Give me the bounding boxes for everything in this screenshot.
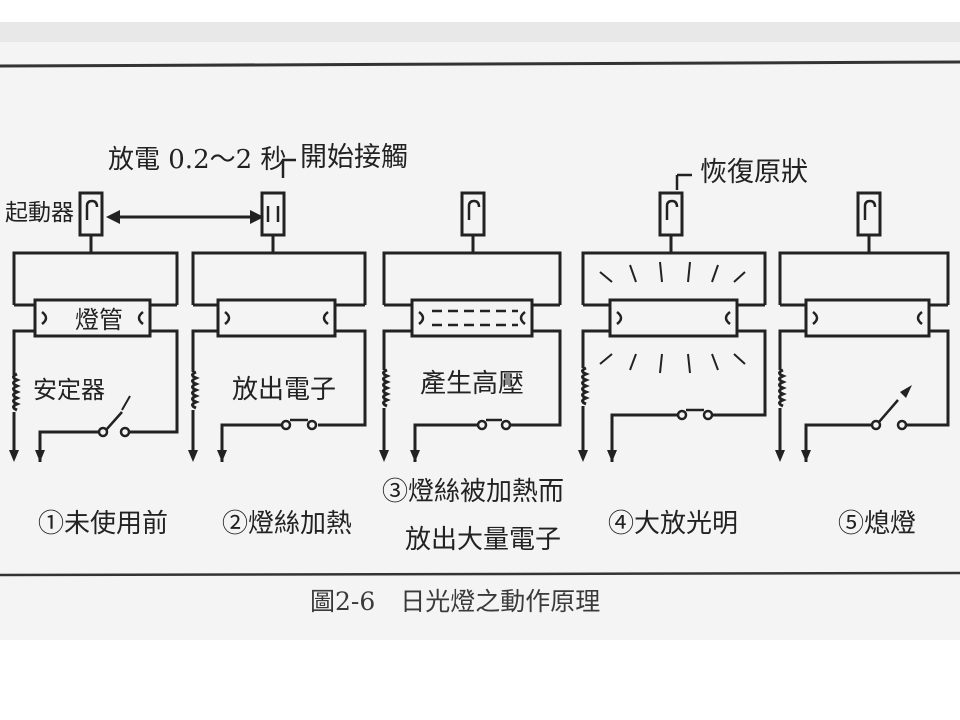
panel-5-circuit: [775, 191, 950, 462]
starter-box: [856, 191, 882, 237]
restore-label: 恢復原狀: [700, 157, 808, 188]
switch-open: [105, 411, 123, 431]
panel-4-step: ④大放光明: [608, 509, 738, 539]
starter-box: [260, 191, 286, 237]
start-contact-label: 開始接觸: [300, 142, 408, 173]
panel-1-step: ①未使用前: [38, 509, 168, 539]
panel-3-step: ③燈絲被加熱而: [382, 477, 564, 507]
panel-3-inner-label: 產生高壓: [420, 369, 524, 399]
starter-box: [460, 191, 486, 237]
lamp-tube: [608, 298, 739, 338]
discharge-label: 放電 0.2～2 秒: [108, 145, 286, 175]
panel-5-step: ⑤熄燈: [838, 509, 916, 539]
panel-1-circuit: [9, 191, 179, 462]
panel-2-inner-label: 放出電子: [232, 375, 336, 405]
panel-4-circuit: [578, 191, 767, 462]
panel-3-circuit: [379, 191, 562, 462]
lamp-tube: [410, 298, 534, 338]
starter-box: [78, 191, 104, 237]
switch-open: [878, 399, 899, 423]
figure-caption: 圖2-6 日光燈之動作原理: [310, 587, 600, 616]
starter-label: 起動器: [5, 200, 74, 226]
lamp-tube: [804, 298, 931, 338]
ballast-label: 安定器: [33, 376, 105, 404]
panel-2-circuit: [188, 191, 367, 462]
ballast-coil: [12, 372, 19, 412]
panel-3-step-line2: 放出大量電子: [405, 525, 561, 555]
starter-box: [658, 191, 684, 237]
caption-rule: [0, 571, 960, 577]
double-arrow: [106, 210, 264, 224]
top-rule: [0, 60, 960, 68]
lamp-tube: [33, 298, 152, 338]
lamp-tube: [216, 298, 337, 338]
filament-right: [137, 311, 144, 325]
tube-label: 燈管: [75, 306, 123, 334]
panel-2-step: ②燈絲加熱: [222, 509, 352, 539]
filament-left: [41, 311, 48, 325]
light-rays: [599, 261, 746, 374]
